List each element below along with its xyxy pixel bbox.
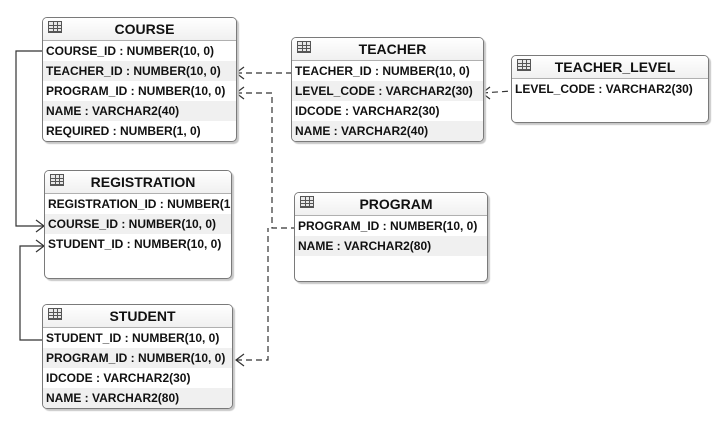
field-row[interactable]: LEVEL_CODE : VARCHAR2(30) [515,82,693,96]
field-row[interactable]: IDCODE : VARCHAR2(30) [46,371,191,385]
field-row[interactable]: COURSE_ID : NUMBER(10, 0) [45,214,231,234]
field-row[interactable]: NAME : VARCHAR2(80) [295,236,487,256]
table-icon [48,308,62,320]
entity-title: STUDENT [109,308,176,324]
field-row[interactable]: STUDENT_ID : NUMBER(10, 0) [48,237,222,251]
entity-title: COURSE [114,21,175,37]
table-icon [297,41,311,53]
field-row[interactable]: PROGRAM_ID : NUMBER(10, 0) [46,84,226,98]
field-row[interactable]: NAME : VARCHAR2(40) [292,121,483,141]
rel-teacher-level [481,90,513,94]
table-icon [300,196,314,208]
entity-title: PROGRAM [359,196,433,212]
rel-student-program [236,228,269,361]
entity-registration[interactable]: REGISTRATION REGISTRATION_ID : NUMBER(1 … [44,170,232,279]
field-row[interactable]: PROGRAM_ID : NUMBER(10, 0) [298,219,478,233]
field-row[interactable]: TEACHER_ID : NUMBER(10, 0) [295,64,470,78]
entity-teacher-level[interactable]: TEACHER_LEVEL LEVEL_CODE : VARCHAR2(30) [511,55,709,123]
entity-student[interactable]: STUDENT STUDENT_ID : NUMBER(10, 0) PROGR… [42,304,233,409]
entity-header: TEACHER [292,38,483,61]
field-row[interactable]: LEVEL_CODE : VARCHAR2(30) [292,81,483,101]
entity-header: PROGRAM [295,193,487,216]
rel-course-program [236,92,296,229]
field-row[interactable]: REGISTRATION_ID : NUMBER(1 [48,197,231,211]
table-icon [50,174,64,186]
entity-title: TEACHER [358,41,427,57]
rel-registration-student [19,245,44,341]
crowfoot-student-program [235,353,245,367]
field-row[interactable]: IDCODE : VARCHAR2(30) [295,104,440,118]
entity-course[interactable]: COURSE COURSE_ID : NUMBER(10, 0) TEACHER… [42,17,237,142]
entity-header: REGISTRATION [45,171,231,194]
entity-header: STUDENT [43,305,232,328]
field-row[interactable]: NAME : VARCHAR2(80) [43,388,232,408]
field-row[interactable]: NAME : VARCHAR2(40) [43,101,236,121]
rel-registration-course [15,50,44,227]
table-icon [48,21,62,33]
field-row[interactable]: COURSE_ID : NUMBER(10, 0) [46,44,215,58]
field-row[interactable]: PROGRAM_ID : NUMBER(10, 0) [43,348,232,368]
field-row[interactable]: REQUIRED : NUMBER(1, 0) [46,124,201,138]
entity-header: COURSE [43,18,236,41]
entity-title: TEACHER_LEVEL [554,59,676,75]
field-row[interactable]: STUDENT_ID : NUMBER(10, 0) [46,331,220,345]
entity-teacher[interactable]: TEACHER TEACHER_ID : NUMBER(10, 0) LEVEL… [291,37,484,142]
field-row[interactable]: TEACHER_ID : NUMBER(10, 0) [43,61,236,81]
table-icon [517,59,531,71]
entity-header: TEACHER_LEVEL [512,56,708,79]
entity-program[interactable]: PROGRAM PROGRAM_ID : NUMBER(10, 0) NAME … [294,192,488,282]
entity-title: REGISTRATION [90,174,196,190]
